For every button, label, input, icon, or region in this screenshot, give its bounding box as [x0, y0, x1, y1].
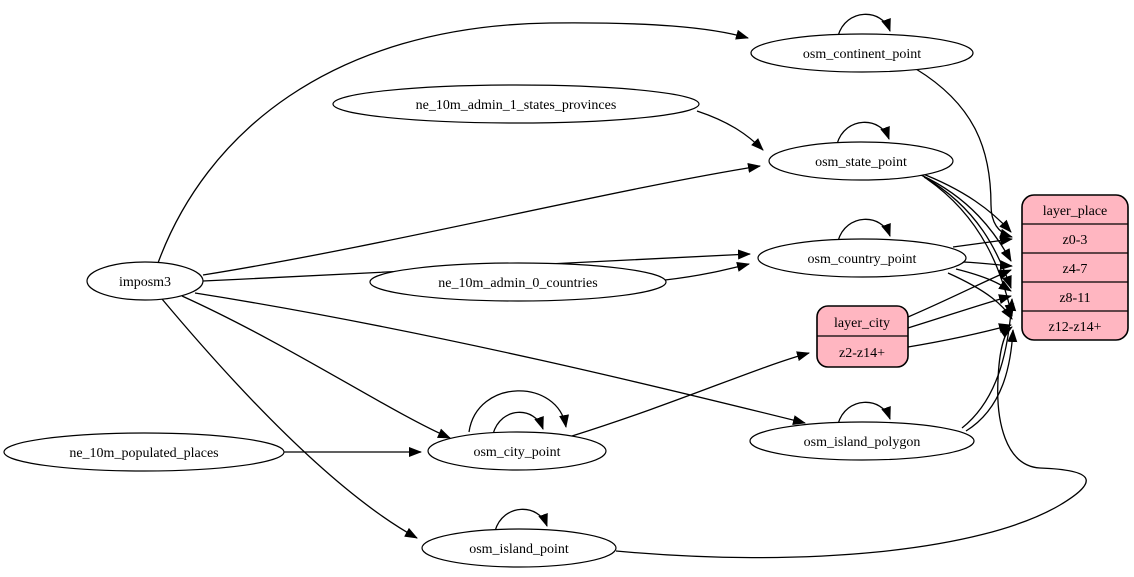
edge-layer_city-layer_place-z8-11: [907, 294, 1012, 329]
node-osm_island_polygon-shape: [749, 421, 975, 461]
layer_place-row-z4-7: z4-7: [1063, 262, 1088, 277]
selfloop-osm_island_point: [494, 508, 548, 532]
node-imposm3: imposm3: [86, 261, 204, 301]
selfloop-osm_continent_point: [837, 13, 891, 37]
node-osm_country_point-label: osm_country_point: [808, 252, 917, 267]
node-osm_city_point: osm_city_point: [427, 431, 607, 471]
node-ne_10m_admin_1_states_provinces-label: ne_10m_admin_1_states_provinces: [416, 98, 617, 113]
layer_city-title: layer_city: [834, 316, 890, 331]
node-layer_place: layer_place z0-3 z4-7 z8-11 z12-z14+: [1021, 194, 1129, 341]
node-ne_10m_admin_0_countries-label: ne_10m_admin_0_countries: [438, 276, 597, 291]
node-osm_continent_point: osm_continent_point: [750, 33, 974, 73]
edge-imposm3-osm_island_point: [161, 298, 418, 539]
node-osm_state_point-shape: [768, 141, 954, 181]
edge-layer_city-layer_place-z12-z14: [907, 323, 1012, 348]
layer_place-title: layer_place: [1043, 204, 1108, 219]
node-ne_10m_populated_places: ne_10m_populated_places: [3, 432, 285, 472]
layer_place-row-z0-3: z0-3: [1063, 233, 1088, 248]
edge-layer_city-layer_place-z4-7: [907, 269, 1012, 318]
layer_city-row-z2-z14: z2-z14+: [839, 346, 885, 361]
layer_place-row-z12-z14: z12-z14+: [1049, 320, 1102, 335]
edge-osm_state_point-layer_place-z4-7: [920, 174, 1012, 262]
edge-osm_country_point-layer_place-z8-11: [955, 268, 1012, 292]
node-osm_country_point: osm_country_point: [757, 238, 967, 278]
edge-osm_state_point-layer_place-z0-3: [917, 171, 1012, 233]
selfloop-osm_island_polygon: [837, 401, 891, 425]
edge-osm_city_point-layer_city-z2-z14: [571, 351, 810, 437]
node-osm_island_point-label: osm_island_point: [469, 542, 569, 557]
selfloop-osm_city_point-inner: [492, 411, 544, 435]
edge-ne_10m_admin_1_states_provinces-osm_state_point: [696, 110, 764, 151]
edge-osm_continent_point-layer_place-z0-3: [915, 68, 1013, 239]
node-osm_state_point-label: osm_state_point: [815, 155, 907, 170]
node-osm_city_point-label: osm_city_point: [473, 445, 560, 460]
node-ne_10m_admin_1_states_provinces: ne_10m_admin_1_states_provinces: [332, 84, 700, 124]
edge-imposm3-osm_state_point: [202, 162, 761, 276]
layer_place-row-z8-11: z8-11: [1059, 291, 1090, 306]
node-ne_10m_admin_1_states_provinces-shape: [332, 84, 700, 124]
node-imposm3-shape: [86, 261, 204, 301]
selfloop-osm_state_point: [836, 121, 890, 145]
node-imposm3-label: imposm3: [119, 275, 171, 290]
node-osm_island_point-shape: [421, 528, 617, 568]
node-osm_continent_point-label: osm_continent_point: [803, 47, 921, 62]
edge-group: [157, 13, 1087, 559]
node-osm_city_point-shape: [427, 431, 607, 471]
node-osm_state_point: osm_state_point: [768, 141, 954, 181]
edge-imposm3-osm_city_point: [181, 295, 451, 439]
selfloop-osm_city_point-outer: [468, 390, 569, 433]
node-ne_10m_populated_places-label: ne_10m_populated_places: [69, 446, 218, 461]
edge-osm_island_polygon-layer_place-z8-11: [961, 298, 1017, 429]
node-osm_island_polygon: osm_island_polygon: [749, 421, 975, 461]
edge-osm_country_point-layer_place-z4-7: [962, 260, 1013, 271]
node-osm_island_point: osm_island_point: [421, 528, 617, 568]
selfloop-osm_country_point: [837, 218, 891, 242]
node-osm_continent_point-shape: [750, 33, 974, 73]
node-ne_10m_populated_places-shape: [3, 432, 285, 472]
edge-osm_island_point-layer_place-z12-z14: [615, 326, 1087, 559]
edge-imposm3-osm_continent_point: [157, 22, 749, 264]
node-osm_country_point-shape: [757, 238, 967, 278]
node-layer_city: layer_city z2-z14+: [816, 305, 909, 368]
node-osm_island_polygon-label: osm_island_polygon: [804, 435, 921, 450]
edge-imposm3-osm_island_polygon: [194, 292, 806, 425]
edge-osm_country_point-layer_place-z0-3: [952, 235, 1013, 248]
node-ne_10m_admin_0_countries: ne_10m_admin_0_countries: [369, 262, 667, 302]
node-ne_10m_admin_0_countries-shape: [369, 262, 667, 302]
node-layer_place-shape: [1021, 194, 1129, 341]
edge-osm_island_polygon-layer_place-z12-z14: [965, 329, 1018, 432]
edge-osm_country_point-layer_place-z12-z14: [947, 272, 1013, 320]
edge-ne_10m_admin_0_countries-osm_country_point: [664, 262, 750, 281]
